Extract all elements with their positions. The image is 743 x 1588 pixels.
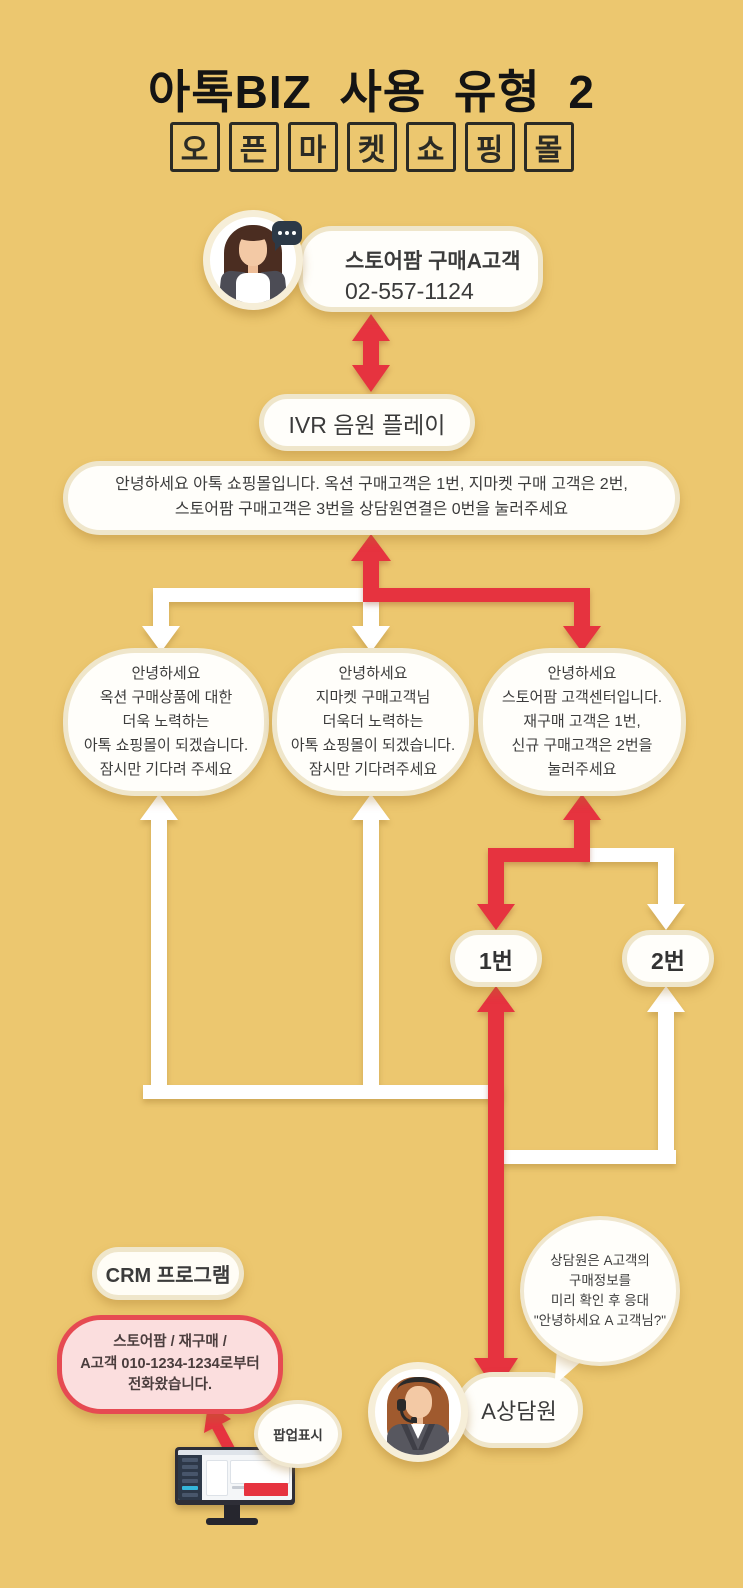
branch-bubble-storefarm: 안녕하세요 스토어팜 고객센터입니다. 재구매 고객은 1번, 신규 구매고객은… bbox=[478, 648, 686, 796]
branch1-line: 잠시만 기다려 주세요 bbox=[99, 761, 233, 778]
option1-label: 1번 bbox=[479, 947, 513, 974]
branch3-line: 안녕하세요 bbox=[547, 665, 617, 682]
popup-indicator-bubble: 팝업표시 bbox=[254, 1400, 342, 1468]
white-connectors bbox=[140, 588, 685, 1164]
arrow-head-down bbox=[563, 626, 601, 652]
ivr-greeting-bubble: 안녕하세요 아톡 쇼핑몰입니다. 옥션 구매고객은 1번, 지마켓 구매 고객은… bbox=[63, 461, 680, 535]
branch2-line: 안녕하세요 bbox=[338, 665, 408, 682]
branch1-line: 안녕하세요 bbox=[131, 665, 201, 682]
letter-box: 오 bbox=[169, 122, 220, 172]
arrow-head-down bbox=[142, 626, 180, 652]
option2-pill: 2번 bbox=[622, 930, 714, 987]
monitor-stand-neck bbox=[224, 1505, 240, 1519]
junction-bar-white bbox=[582, 848, 674, 862]
letter-box: 마 bbox=[287, 122, 338, 172]
branch2-line: 지마켓 구매고객님 bbox=[315, 689, 431, 706]
ivr-greeting-line1: 안녕하세요 아톡 쇼핑몰입니다. 옥션 구매고객은 1번, 지마켓 구매 고객은… bbox=[115, 476, 628, 494]
female-agent-headset-icon bbox=[375, 1369, 461, 1455]
popup-line: A고객 010-1234-1234로부터 bbox=[80, 1355, 260, 1372]
popup-indicator-label: 팝업표시 bbox=[273, 1428, 323, 1443]
branch2-line: 더욱더 노력하는 bbox=[322, 713, 424, 730]
stem-option2 bbox=[658, 1010, 674, 1164]
branch-bubble-gmarket: 안녕하세요 지마켓 구매고객님 더욱더 노력하는 아톡 쇼핑몰이 되겠습니다. … bbox=[272, 648, 474, 796]
agent-label-bubble: A상담원 bbox=[455, 1372, 583, 1448]
arrow-head-up bbox=[647, 986, 685, 1012]
stem-to-agent bbox=[488, 1010, 504, 1360]
stem-bubble1 bbox=[151, 818, 167, 1099]
stem-bubble2 bbox=[363, 818, 379, 1099]
branch3-line: 눌러주세요 bbox=[547, 761, 617, 778]
crm-screen bbox=[178, 1450, 292, 1500]
popup-line: 전화왔습니다. bbox=[127, 1377, 213, 1394]
crm-alert-box bbox=[244, 1483, 288, 1496]
crm-program-pill: CRM 프로그램 bbox=[92, 1247, 244, 1300]
arm-left-white bbox=[153, 588, 169, 628]
branch1-line: 아톡 쇼핑몰이 되겠습니다. bbox=[83, 737, 249, 754]
crm-monitor-icon bbox=[175, 1447, 295, 1505]
customer-name: 스토어팜 구매A고객 bbox=[345, 250, 521, 273]
ivr-play-pill: IVR 음원 플레이 bbox=[259, 394, 475, 451]
page-title: 아톡BIZ 사용 유형 2 bbox=[148, 66, 595, 118]
double-arrow-head-down bbox=[352, 365, 390, 392]
branch2-line: 잠시만 기다려주세요 bbox=[308, 761, 438, 778]
arm-option1-down bbox=[488, 848, 504, 906]
arm-option2-down bbox=[658, 848, 674, 906]
crm-popup-bubble: 스토어팜 / 재구매 / A고객 010-1234-1234로부터 전화왔습니다… bbox=[57, 1315, 283, 1414]
customer-avatar bbox=[203, 210, 303, 310]
customer-card: 스토어팜 구매A고객 02-557-1124 bbox=[298, 226, 543, 312]
branch3-line: 스토어팜 고객센터입니다. bbox=[501, 689, 663, 706]
letter-box: 켓 bbox=[346, 122, 397, 172]
branch2-line: 아톡 쇼핑몰이 되겠습니다. bbox=[290, 737, 456, 754]
monitor-stand-base bbox=[206, 1518, 258, 1525]
branch3-line: 신규 구매고객은 2번을 bbox=[511, 737, 653, 754]
merge-bar1-white bbox=[143, 1085, 503, 1099]
letter-box: 픈 bbox=[228, 122, 279, 172]
option1-pill: 1번 bbox=[450, 930, 542, 987]
arrow-head-down bbox=[477, 904, 515, 930]
agent-name-label: A상담원 bbox=[481, 1399, 557, 1424]
branch1-line: 더욱 노력하는 bbox=[122, 713, 210, 730]
branch1-line: 옥션 구매상품에 대한 bbox=[99, 689, 233, 706]
agent-note-bubble: 상담원은 A고객의 구매정보를 미리 확인 후 응대 "안녕하세요 A 고객님?… bbox=[520, 1216, 680, 1366]
double-arrow-stem bbox=[363, 339, 379, 367]
chat-dots-icon bbox=[272, 221, 302, 251]
branch-bar-white bbox=[153, 588, 365, 602]
agent-note-line: 상담원은 A고객의 bbox=[550, 1252, 650, 1268]
merge-bar2-white bbox=[496, 1150, 676, 1164]
crm-program-label: CRM 프로그램 bbox=[105, 1265, 231, 1287]
agent-note-line: 미리 확인 후 응대 bbox=[550, 1293, 650, 1308]
arrow-head-down bbox=[647, 904, 685, 930]
arrow-head-up bbox=[140, 794, 178, 820]
agent-note-line: "안녕하세요 A 고객님?" bbox=[533, 1313, 667, 1329]
option2-label: 2번 bbox=[651, 947, 685, 974]
arm-center-white bbox=[363, 600, 379, 628]
letter-box: 몰 bbox=[523, 122, 574, 172]
double-arrow-head-up bbox=[352, 314, 390, 341]
ivr-greeting-line2: 스토어팜 구매고객은 3번을 상담원연결은 0번을 눌러주세요 bbox=[174, 501, 569, 518]
letter-box: 쇼 bbox=[405, 122, 456, 172]
branch-bubble-auction: 안녕하세요 옥션 구매상품에 대한 더욱 노력하는 아톡 쇼핑몰이 되겠습니다.… bbox=[63, 648, 269, 796]
branch-bar-red bbox=[363, 588, 590, 602]
junction-bar-red bbox=[488, 848, 590, 862]
arrow-head-up bbox=[563, 794, 601, 820]
letter-box: 핑 bbox=[464, 122, 515, 172]
arrow-head-down bbox=[352, 626, 390, 652]
subtitle-letterboxes: 오 픈 마 켓 쇼 핑 몰 bbox=[0, 122, 743, 172]
popup-line: 스토어팜 / 재구매 / bbox=[113, 1333, 227, 1350]
arrow-head-up bbox=[477, 986, 515, 1012]
arrow-head-up bbox=[351, 534, 391, 561]
arm-right-red bbox=[574, 588, 590, 628]
arrow-head-up bbox=[352, 794, 390, 820]
customer-phone: 02-557-1124 bbox=[345, 278, 474, 304]
ivr-play-label: IVR 음원 플레이 bbox=[288, 411, 446, 438]
agent-note-line: 구매정보를 bbox=[568, 1272, 632, 1288]
agent-avatar bbox=[368, 1362, 468, 1462]
branch3-line: 재구매 고객은 1번, bbox=[523, 713, 641, 730]
